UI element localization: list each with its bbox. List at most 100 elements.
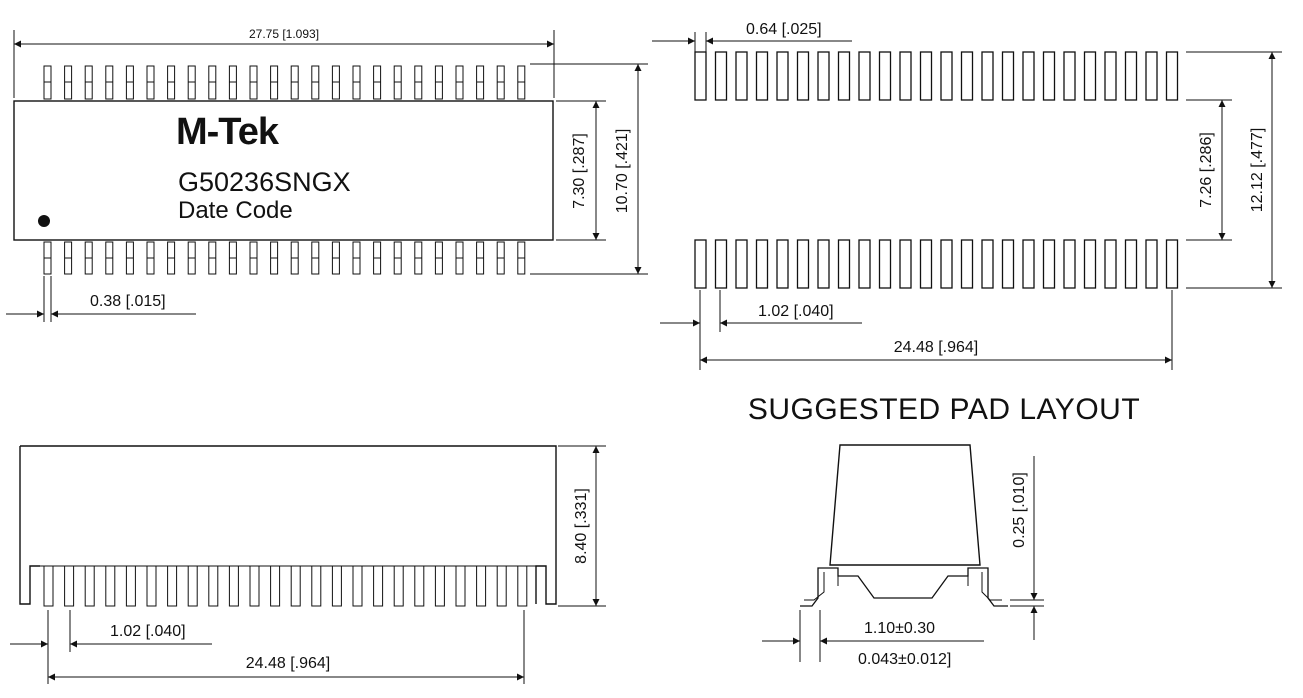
side-lead-6 bbox=[146, 565, 157, 607]
pad-top-7 bbox=[817, 51, 830, 101]
pad-row-top bbox=[694, 51, 1179, 101]
pad-bottom-20 bbox=[1083, 239, 1097, 289]
pad-bottom-11 bbox=[899, 239, 912, 289]
side-view-body bbox=[20, 445, 557, 605]
top-view-lower-pins bbox=[43, 241, 526, 275]
pad-span-label: 24.48 [.964] bbox=[894, 339, 979, 356]
side-lead-18 bbox=[393, 565, 404, 607]
pad-bottom-9 bbox=[858, 239, 871, 289]
side-view-body-left-edge bbox=[19, 446, 40, 605]
pad-bottom-4 bbox=[755, 239, 769, 289]
pad-top-1 bbox=[694, 51, 707, 101]
pad-width-label: 0.64 [.025] bbox=[746, 21, 822, 38]
side-lead-11 bbox=[249, 565, 260, 607]
pad-top-4 bbox=[755, 51, 769, 101]
pad-top-14 bbox=[960, 51, 974, 101]
side-lead-13 bbox=[290, 565, 301, 607]
side-lead-2 bbox=[64, 565, 75, 607]
pad-top-10 bbox=[878, 51, 892, 101]
pad-top-24 bbox=[1165, 51, 1179, 101]
pad-bottom-2 bbox=[714, 239, 728, 289]
pad-top-8 bbox=[837, 51, 851, 101]
pad-top-15 bbox=[981, 51, 994, 101]
side-lead-17 bbox=[373, 565, 384, 607]
pad-bottom-3 bbox=[735, 239, 748, 289]
overall-height-label: 10.70 [.421] bbox=[614, 129, 631, 214]
top-view-upper-pins bbox=[43, 65, 526, 100]
pad-bottom-22 bbox=[1124, 239, 1138, 289]
top-view: M-Tek G50236SNGX Date Code 27.75 [1.093]… bbox=[6, 27, 648, 322]
side-pitch-label: 1.02 [.040] bbox=[110, 623, 186, 640]
pad-top-6 bbox=[796, 51, 810, 101]
pad-layout-title: SUGGESTED PAD LAYOUT bbox=[748, 393, 1140, 426]
side-lead-8 bbox=[187, 565, 198, 607]
side-lead-20 bbox=[434, 565, 445, 607]
logo-text: M-Tek bbox=[176, 111, 280, 153]
pad-top-13 bbox=[940, 51, 953, 101]
pad-top-5 bbox=[776, 51, 789, 101]
pad-bottom-18 bbox=[1042, 239, 1056, 289]
overall-width-label: 27.75 [1.093] bbox=[249, 27, 319, 41]
side-span-label: 24.48 [.964] bbox=[246, 655, 331, 672]
pad-bottom-10 bbox=[878, 239, 892, 289]
side-lead-3 bbox=[84, 565, 95, 607]
side-lead-4 bbox=[105, 565, 116, 607]
side-lead-19 bbox=[414, 565, 425, 607]
end-view-body bbox=[829, 444, 981, 566]
pad-bottom-6 bbox=[796, 239, 810, 289]
pad-top-18 bbox=[1042, 51, 1056, 101]
side-view: 8.40 [.331] 1.02 [.040] 24.48 [.964] bbox=[10, 445, 606, 684]
end-view: 0.25 [.010] 1.10±0.30 0.043±0.012] bbox=[762, 444, 1044, 668]
pad-top-17 bbox=[1022, 51, 1035, 101]
pad-bottom-23 bbox=[1145, 239, 1158, 289]
pad-bottom-13 bbox=[940, 239, 953, 289]
side-lead-24 bbox=[517, 565, 528, 607]
pad-bottom-5 bbox=[776, 239, 789, 289]
pad-bottom-14 bbox=[960, 239, 974, 289]
pad-row-bottom bbox=[694, 239, 1179, 289]
side-lead-21 bbox=[455, 565, 466, 607]
pad-top-11 bbox=[899, 51, 912, 101]
pad-top-23 bbox=[1145, 51, 1158, 101]
side-lead-14 bbox=[311, 565, 322, 607]
part-number: G50236SNGX bbox=[178, 167, 351, 197]
pad-layout-view: 0.64 [.025] 7.26 [.286] 12.12 [.477] 1.0… bbox=[652, 21, 1282, 426]
end-view-lead-outline bbox=[800, 567, 1008, 607]
side-lead-23 bbox=[496, 565, 507, 607]
pad-bottom-7 bbox=[817, 239, 830, 289]
pad-bottom-12 bbox=[919, 239, 933, 289]
pad-top-2 bbox=[714, 51, 728, 101]
foot-label-mm: 1.10±0.30 bbox=[864, 620, 935, 637]
side-height-label: 8.40 [.331] bbox=[573, 488, 590, 564]
side-view-leads bbox=[43, 565, 528, 607]
pad-bottom-8 bbox=[837, 239, 851, 289]
pad-overall-label: 12.12 [.477] bbox=[1249, 128, 1266, 213]
pad-top-16 bbox=[1001, 51, 1015, 101]
top-view-body bbox=[13, 100, 554, 241]
pad-top-19 bbox=[1063, 51, 1076, 101]
side-lead-9 bbox=[208, 565, 219, 607]
pad-bottom-17 bbox=[1022, 239, 1035, 289]
pad-top-21 bbox=[1104, 51, 1117, 101]
side-lead-5 bbox=[125, 565, 136, 607]
pin1-marker bbox=[38, 215, 50, 227]
pad-pitch-label: 1.02 [.040] bbox=[758, 303, 834, 320]
side-lead-15 bbox=[331, 565, 342, 607]
end-view-lead-inner bbox=[804, 572, 1002, 601]
pad-bottom-21 bbox=[1104, 239, 1117, 289]
pad-top-3 bbox=[735, 51, 748, 101]
pin-width-label: 0.38 [.015] bbox=[90, 293, 166, 310]
pad-bottom-24 bbox=[1165, 239, 1179, 289]
foot-label-in: 0.043±0.012] bbox=[858, 651, 951, 668]
pad-top-20 bbox=[1083, 51, 1097, 101]
side-lead-22 bbox=[476, 565, 487, 607]
side-lead-12 bbox=[270, 565, 281, 607]
pad-top-12 bbox=[919, 51, 933, 101]
side-lead-10 bbox=[228, 565, 239, 607]
pad-bottom-16 bbox=[1001, 239, 1015, 289]
pad-bottom-19 bbox=[1063, 239, 1076, 289]
pad-top-22 bbox=[1124, 51, 1138, 101]
pad-gap-label: 7.26 [.286] bbox=[1198, 132, 1215, 208]
pad-top-9 bbox=[858, 51, 871, 101]
